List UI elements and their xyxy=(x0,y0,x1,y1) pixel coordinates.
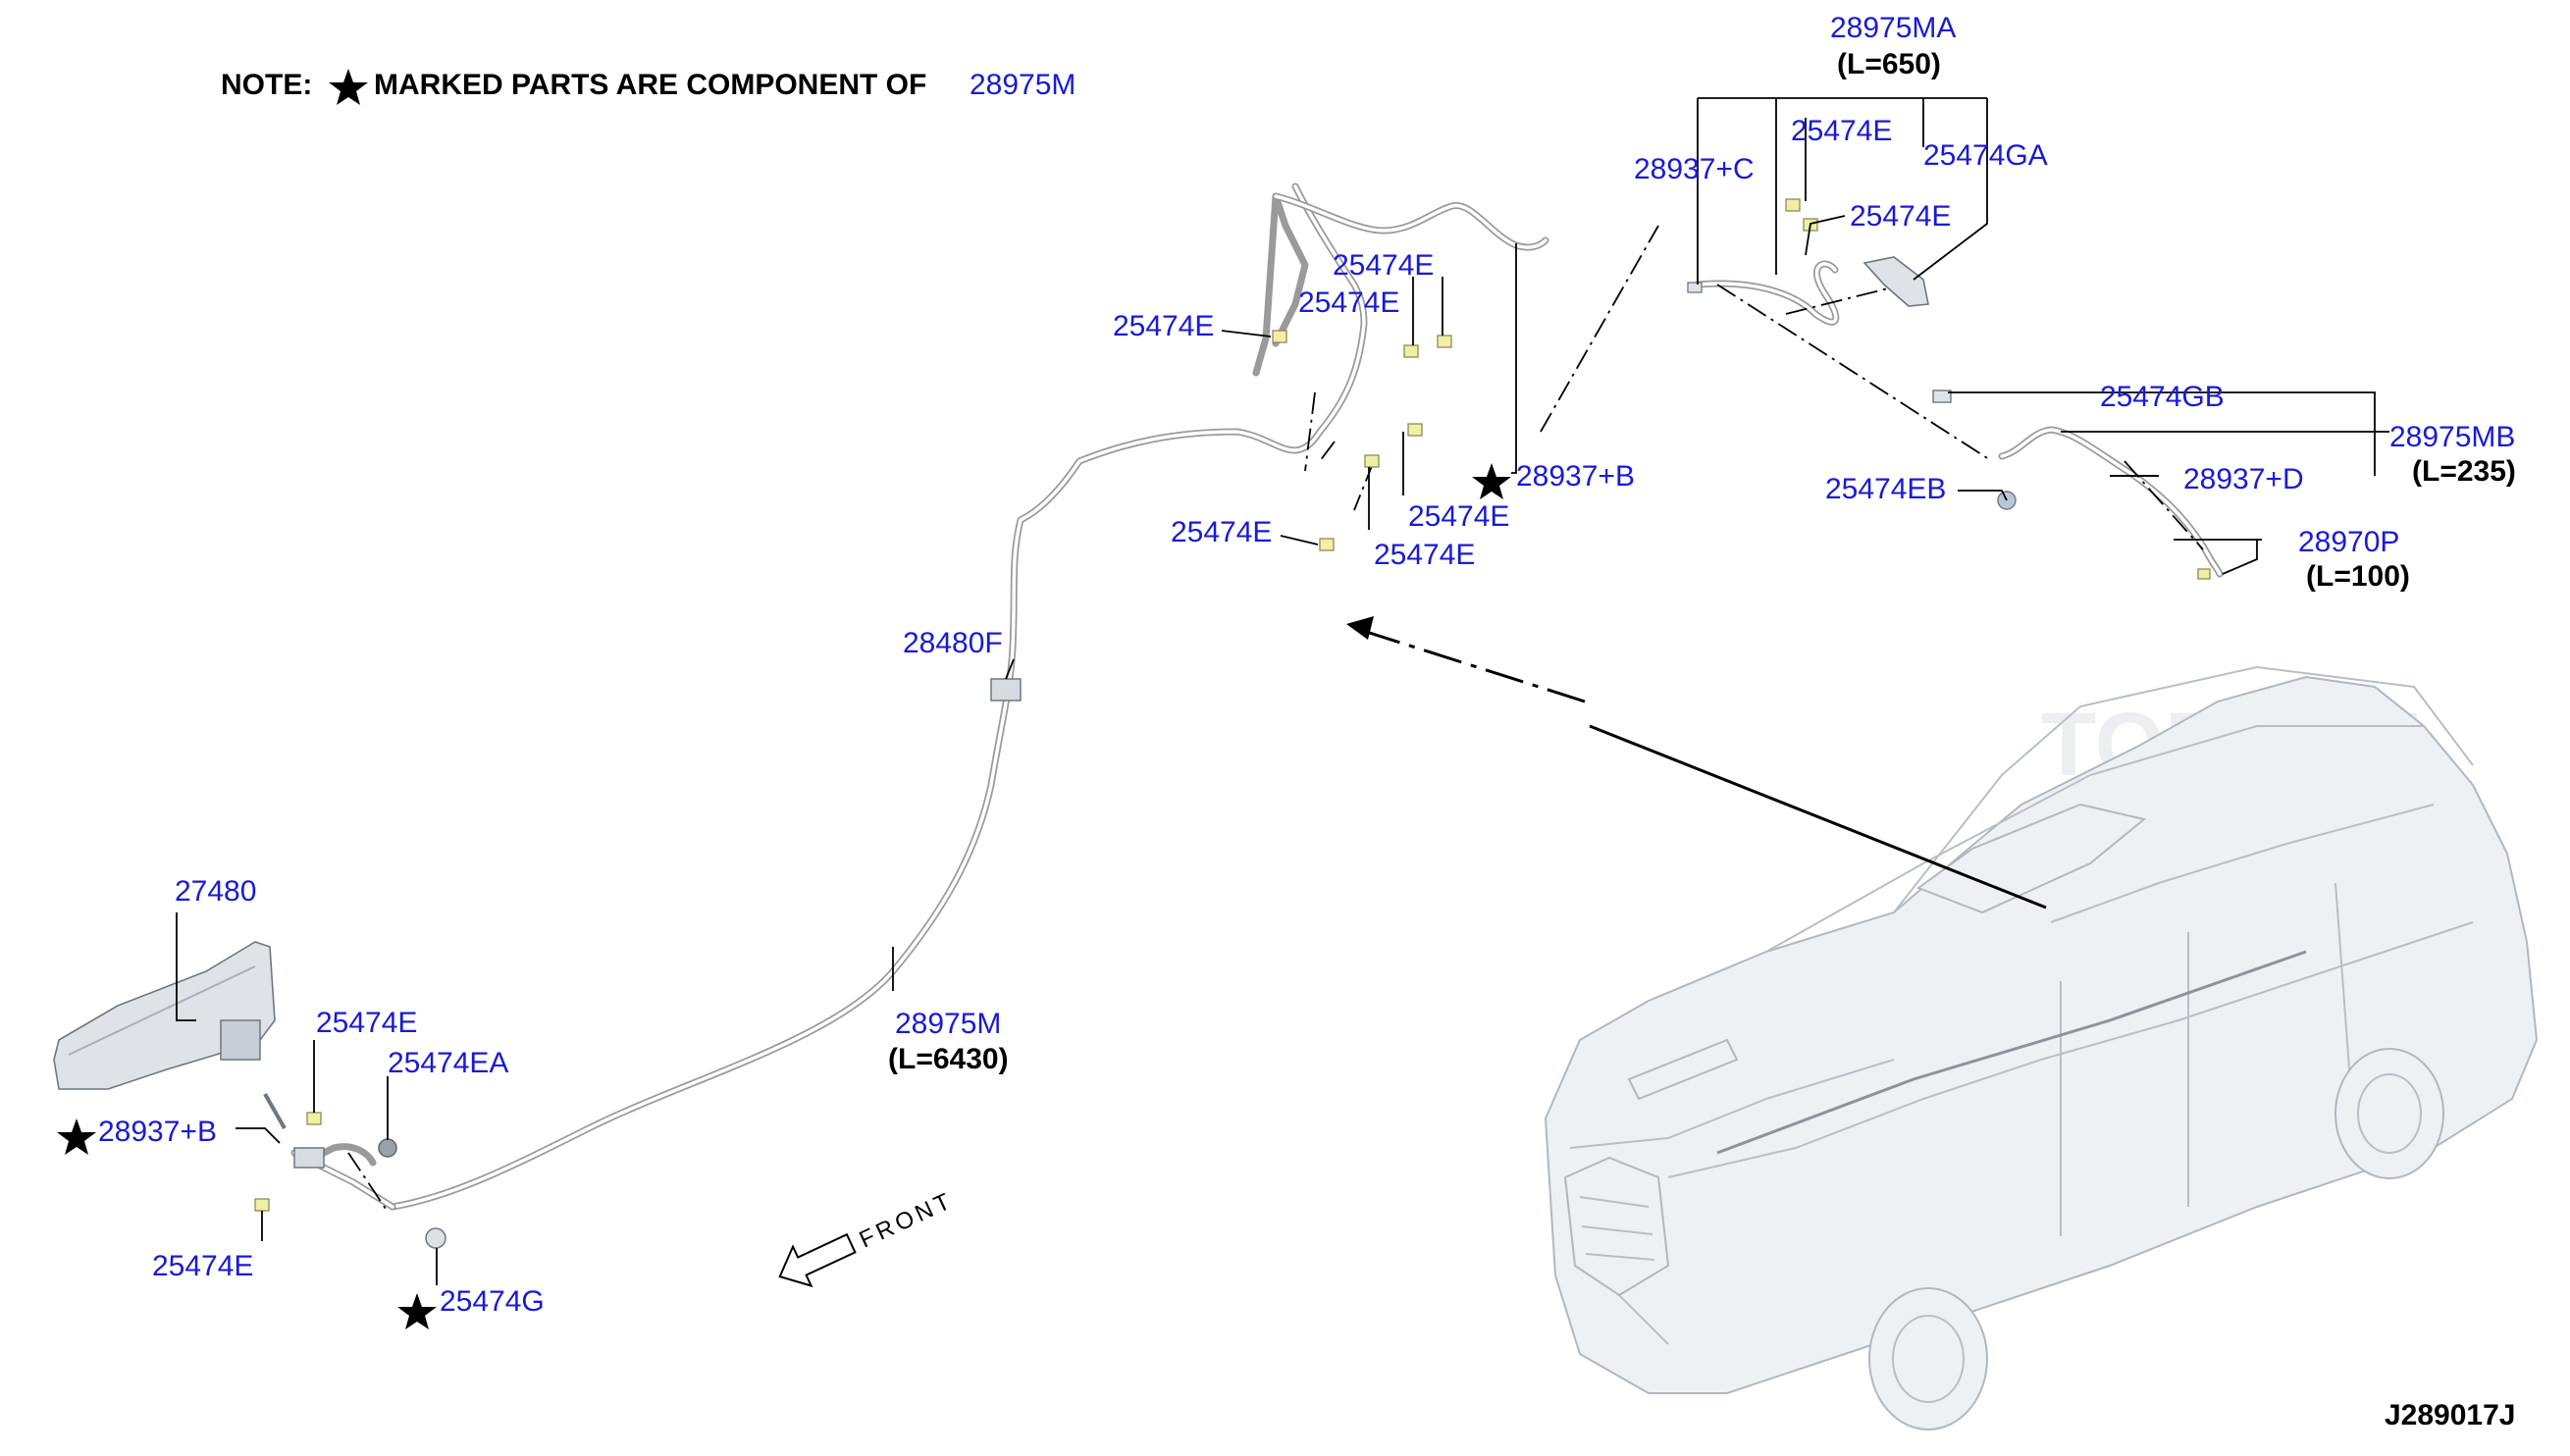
front-label: FRONT xyxy=(856,1187,958,1254)
hose-clips xyxy=(254,198,2211,1212)
clip-icon xyxy=(1403,344,1419,358)
label-25474e-c: 25474E xyxy=(1113,310,1214,342)
label-28975m: 28975M xyxy=(895,1008,1001,1040)
clip-icon xyxy=(1407,423,1423,437)
clip-icon xyxy=(2197,568,2211,580)
label-25474e-f: 25474E xyxy=(1374,539,1475,571)
clip-icon xyxy=(1437,335,1452,348)
note: NOTE: MARKED PARTS ARE COMPONENT OF 2897… xyxy=(221,69,1075,105)
clip-icon xyxy=(1272,330,1287,343)
front-indicator: FRONT xyxy=(778,1187,958,1288)
star-icon xyxy=(329,69,368,105)
label-25474gb: 25474GB xyxy=(2100,381,2225,413)
label-25474e-d: 25474E xyxy=(1408,500,1509,533)
front-pump-assembly xyxy=(263,1093,446,1249)
length-28975m: (L=6430) xyxy=(888,1043,1009,1075)
label-25474e-low1: 25474E xyxy=(316,1007,417,1039)
front-arrow-icon xyxy=(778,1232,857,1288)
part-labels: 28975MA (L=650) 28937+C 25474E 25474GA 2… xyxy=(98,12,2516,1431)
arrow-head-icon xyxy=(1346,616,1374,640)
length-28970p: (L=100) xyxy=(2306,560,2410,593)
clip-icon xyxy=(1319,538,1335,551)
clip-icon xyxy=(1785,198,1801,212)
note-part-number: 28975M xyxy=(970,69,1075,101)
clip-icon xyxy=(1364,454,1380,468)
note-text: MARKED PARTS ARE COMPONENT OF xyxy=(374,69,926,101)
nozzle-branch-hose xyxy=(1252,192,1549,377)
label-28975ma: 28975MA xyxy=(1830,12,1956,44)
label-25474eb: 25474EB xyxy=(1825,473,1946,505)
label-25474e-a: 25474E xyxy=(1333,249,1434,282)
main-washer-hose xyxy=(389,182,1368,1211)
label-25474g: 25474G xyxy=(440,1285,545,1318)
label-28937b-low: 28937+B xyxy=(98,1116,217,1148)
rear-nozzle-parts xyxy=(1687,256,2017,510)
vehicle-illustration: TORE.SA xyxy=(1544,665,2539,1430)
label-25474e-top2: 25474E xyxy=(1850,200,1951,233)
washer-tank xyxy=(53,941,276,1090)
length-28975ma: (L=650) xyxy=(1837,48,1941,80)
label-25474ga: 25474GA xyxy=(1923,139,2048,172)
star-markers xyxy=(57,463,1511,1329)
star-icon xyxy=(1472,463,1511,499)
leader-lines xyxy=(176,97,2389,1285)
label-28937b-mid: 28937+B xyxy=(1516,460,1635,493)
label-28975mb: 28975MB xyxy=(2389,421,2515,453)
note-prefix: NOTE: xyxy=(221,69,312,101)
label-25474e-b: 25474E xyxy=(1298,286,1399,319)
rear-hose-lower xyxy=(1998,426,2224,578)
star-icon xyxy=(397,1293,437,1329)
diagram-code: J289017J xyxy=(2385,1399,2515,1431)
label-27480: 27480 xyxy=(175,875,256,908)
length-28975mb: (L=235) xyxy=(2412,455,2516,488)
clip-icon xyxy=(254,1198,270,1212)
clip-icon xyxy=(306,1112,322,1125)
star-icon xyxy=(57,1118,96,1155)
label-28937d: 28937+D xyxy=(2183,463,2304,495)
location-arrow xyxy=(1346,616,2047,910)
label-28937c: 28937+C xyxy=(1634,153,1755,185)
label-25474ea: 25474EA xyxy=(388,1047,508,1079)
rear-hose-top xyxy=(1694,260,1840,326)
label-25474e-e: 25474E xyxy=(1171,516,1272,548)
label-28970p: 28970P xyxy=(2298,526,2399,558)
label-25474e-top1: 25474E xyxy=(1791,115,1892,147)
hose-clamp-28480f xyxy=(990,678,1022,702)
label-28480f: 28480F xyxy=(903,627,1003,659)
label-25474e-low2: 25474E xyxy=(152,1250,253,1282)
